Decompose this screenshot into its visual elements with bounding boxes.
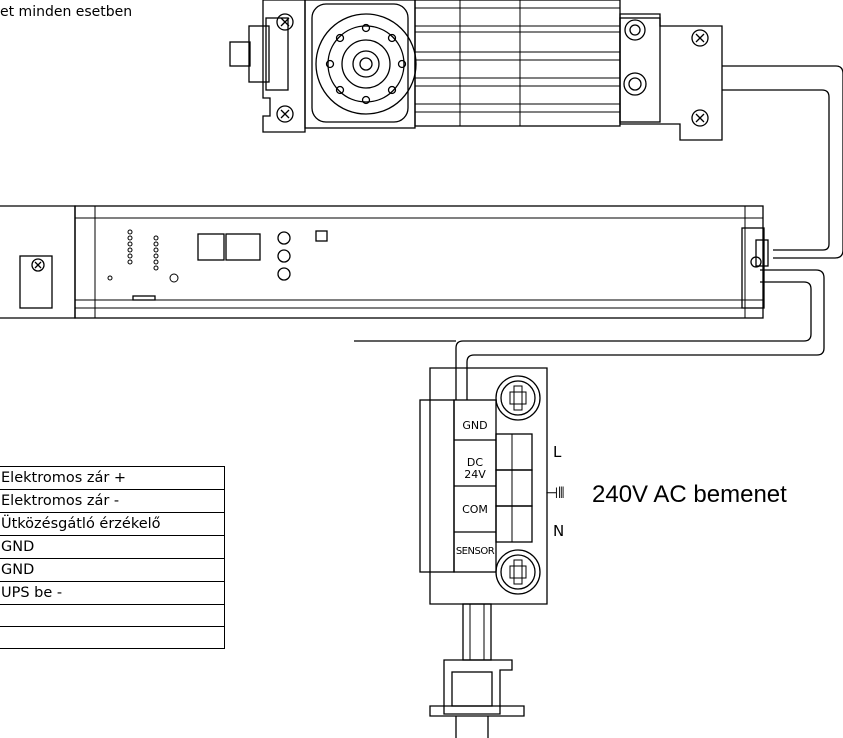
table-cell: Elektromos zár - [0,489,225,513]
terminal-label-gnd: GND [462,419,488,432]
button-icon [277,231,291,245]
table-row: Elektromos zár - [0,489,225,513]
screw-icon [495,549,541,595]
motor-cable [722,65,843,259]
table-row: Elektromos zár + [0,466,225,490]
button-icon [277,267,291,281]
controller-output-cable [466,269,825,400]
table-cell: Elektromos zár + [0,466,225,490]
button-icon [277,249,291,263]
display-digit [197,233,225,261]
table-cell: GND [0,535,225,559]
table-cell [0,604,225,627]
terminal-label-dc24v: DC 24V [464,456,486,481]
table-row [0,626,225,649]
screw-icon [276,13,294,31]
controller-box [0,205,769,319]
display-digit [225,233,261,261]
line-label: L [553,443,562,461]
table-row: Ütközésgátló érzékelő [0,512,225,536]
screw-icon [276,105,294,123]
table-row: GND [0,535,225,559]
top-note: et minden esetben [0,4,133,20]
table-cell: UPS be - [0,581,225,605]
dip-switch-icon [315,230,328,242]
table-cell: GND [0,558,225,582]
motor-gearbox [229,0,723,141]
terminal-block [419,367,548,738]
table-cell: Ütközésgátló érzékelő [0,512,225,536]
ground-icon: ⊣⫴ [545,484,565,502]
table-row: GND [0,558,225,582]
screw-icon [31,258,45,272]
terminal-label-com: COM [462,503,488,516]
neutral-label: N [553,522,565,540]
table-row: UPS be - [0,581,225,605]
table-cell [0,626,225,649]
terminal-label-sensor: SENSOR [455,546,495,557]
table-row [0,604,225,627]
pin-table: Elektromos zár + Elektromos zár - Ütközé… [0,466,225,649]
ac-input-label: 240V AC bemenet [592,481,787,508]
screw-icon [495,375,541,421]
